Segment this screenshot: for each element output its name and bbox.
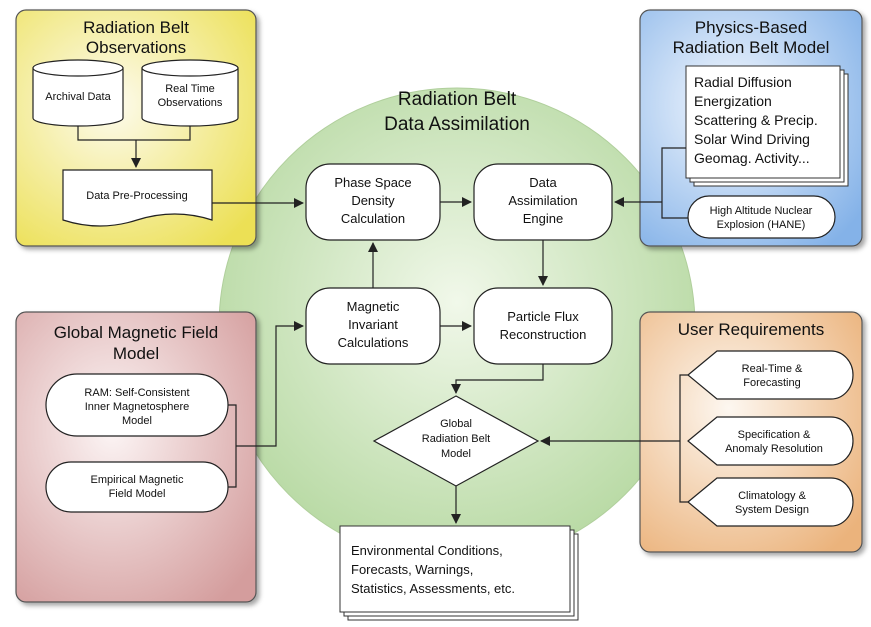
magnetic-to-invariant-arrow xyxy=(236,321,304,447)
output-line: Statistics, Assessments, etc. xyxy=(351,581,515,596)
mic-label-line3: Calculations xyxy=(338,335,409,350)
grbm-label-line3: Model xyxy=(441,448,471,460)
output-doc-stack-front xyxy=(339,525,571,613)
hane-node xyxy=(687,195,836,239)
output-line: Environmental Conditions, xyxy=(351,543,503,558)
user-requirements-panel: User Requirements Real-Time & Forecastin… xyxy=(639,311,863,553)
climatology-design-line2: System Design xyxy=(735,504,809,516)
climatology-design-node xyxy=(687,477,854,527)
observations-panel: Radiation Belt Observations Archival Dat… xyxy=(15,9,257,247)
magnetic-title-line2: Model xyxy=(113,344,159,363)
particle-flux-node xyxy=(473,287,613,365)
mic-label-line2: Invariant xyxy=(348,317,398,332)
center-title-line2: Data Assimilation xyxy=(384,114,530,135)
magnetic-model-panel: Global Magnetic Field Model RAM: Self-Co… xyxy=(15,311,257,603)
climatology-design-line1: Climatology & xyxy=(738,490,807,502)
archival-data-database-icon xyxy=(32,59,124,127)
user-title: User Requirements xyxy=(678,320,824,339)
pfr-label-line2: Reconstruction xyxy=(500,327,587,342)
specification-anomaly-line2: Anomaly Resolution xyxy=(725,443,823,455)
archival-connector xyxy=(77,126,136,141)
archival-data-label: Archival Data xyxy=(45,91,111,103)
dae-label-line1: Data xyxy=(529,175,557,190)
hane-label-line2: Explosion (HANE) xyxy=(717,219,806,231)
realtime-observations-label-line1: Real Time xyxy=(165,83,215,95)
realtime-forecasting-line1: Real-Time & xyxy=(742,363,803,375)
psd-label-line1: Phase Space xyxy=(334,175,411,190)
user-requirements-bracket xyxy=(679,374,688,503)
physics-item: Geomag. Activity... xyxy=(694,150,810,166)
specification-anomaly-line1: Specification & xyxy=(738,429,811,441)
psd-label-line3: Calculation xyxy=(341,211,405,226)
ram-label-line3: Model xyxy=(122,415,152,427)
ram-label-line2: Inner Magnetosphere xyxy=(85,401,190,413)
preprocessing-label: Data Pre-Processing xyxy=(86,190,188,202)
realtime-forecasting-node xyxy=(687,350,854,400)
flux-to-global-arrow xyxy=(451,364,544,394)
empirical-label-line2: Field Model xyxy=(109,488,166,500)
dae-label-line3: Engine xyxy=(523,211,563,226)
empirical-label-line1: Empirical Magnetic xyxy=(91,474,184,486)
mic-label-line1: Magnetic xyxy=(347,299,400,314)
preprocessing-document-shape xyxy=(62,169,213,227)
output-line: Forecasts, Warnings, xyxy=(351,562,473,577)
dae-label-line2: Assimilation xyxy=(508,193,577,208)
specification-anomaly-node xyxy=(687,416,854,466)
observations-title-line2: Observations xyxy=(86,38,186,57)
psd-label-line2: Density xyxy=(351,193,395,208)
hane-label-line1: High Altitude Nuclear xyxy=(710,205,813,217)
realtime-forecasting-line2: Forecasting xyxy=(743,377,800,389)
physics-item: Radial Diffusion xyxy=(694,74,792,90)
realtime-observations-label-line2: Observations xyxy=(158,97,223,109)
physics-item: Energization xyxy=(694,93,772,109)
physics-item: Solar Wind Driving xyxy=(694,131,810,147)
magnetic-title-line1: Global Magnetic Field xyxy=(54,323,218,342)
physics-item: Scattering & Precip. xyxy=(694,112,818,128)
observations-title-line1: Radiation Belt xyxy=(83,18,189,37)
realtime-connector xyxy=(136,126,191,141)
realtime-observations-database-icon xyxy=(141,59,239,127)
physics-doc-stack-front xyxy=(685,65,841,179)
empirical-node xyxy=(45,461,229,513)
ram-label-line1: RAM: Self-Consistent xyxy=(84,387,189,399)
physics-title-line2: Radiation Belt Model xyxy=(673,38,830,57)
physics-model-panel: Physics-Based Radiation Belt Model Radia… xyxy=(639,9,863,247)
grbm-label-line2: Radiation Belt xyxy=(422,433,491,445)
physics-doc-bracket xyxy=(661,147,688,219)
pfr-label-line1: Particle Flux xyxy=(507,309,579,324)
center-title-line1: Radiation Belt xyxy=(398,89,517,110)
grbm-label-line1: Global xyxy=(440,418,472,430)
physics-title-line1: Physics-Based xyxy=(695,18,807,37)
